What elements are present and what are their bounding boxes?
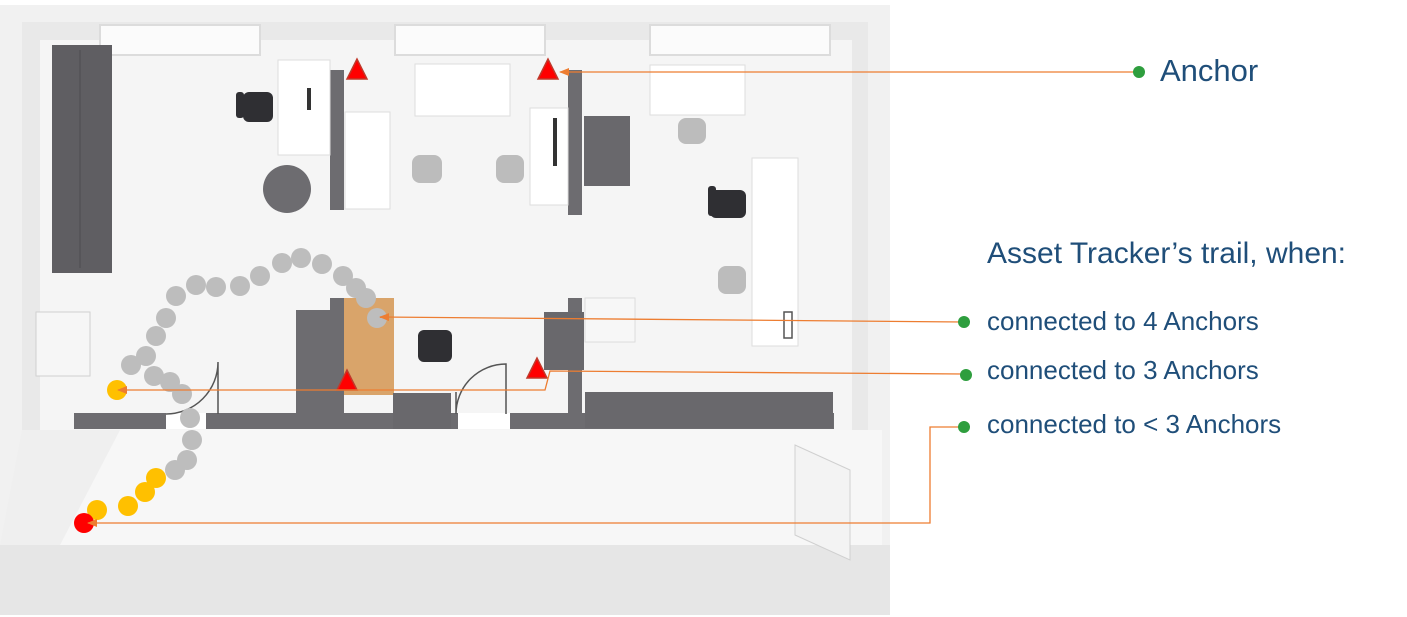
legend-dot-icon	[958, 316, 970, 328]
anchor-legend-label: Anchor	[1160, 53, 1259, 88]
chairs	[236, 92, 746, 362]
connlt3-legend-label: connected to < 3 Anchors	[987, 409, 1282, 439]
trail-4-anchors	[121, 248, 387, 480]
dark-chair	[418, 330, 452, 362]
anchors	[335, 57, 560, 391]
dark-chair	[236, 92, 273, 122]
left-wall-cabinets	[35, 45, 112, 377]
top-windows	[99, 24, 831, 56]
anchor-triangle-icon	[525, 356, 549, 379]
leader-lines	[87, 68, 1138, 527]
conn4-leader-line	[379, 313, 964, 323]
furniture	[263, 59, 851, 561]
trail-legend-title: Asset Tracker’s trail, when:	[987, 237, 1347, 270]
anchor-triangle-icon	[345, 57, 369, 80]
legend-dot-icon	[960, 369, 972, 381]
legend-dots	[958, 66, 1145, 433]
connlt3-leader-line	[87, 426, 963, 527]
conn4-legend-label: connected to 4 Anchors	[987, 306, 1259, 336]
trail-lt3-anchors	[74, 513, 94, 533]
conn3-legend-label: connected to 3 Anchors	[987, 355, 1259, 385]
dark-chair	[708, 186, 746, 218]
trail-3-anchors	[87, 380, 166, 520]
anchor-triangle-icon	[536, 57, 560, 80]
conn3-leader-line	[117, 370, 964, 394]
legend-dot-icon	[1133, 66, 1145, 78]
gray-chair	[412, 118, 746, 294]
legend-dot-icon	[958, 421, 970, 433]
